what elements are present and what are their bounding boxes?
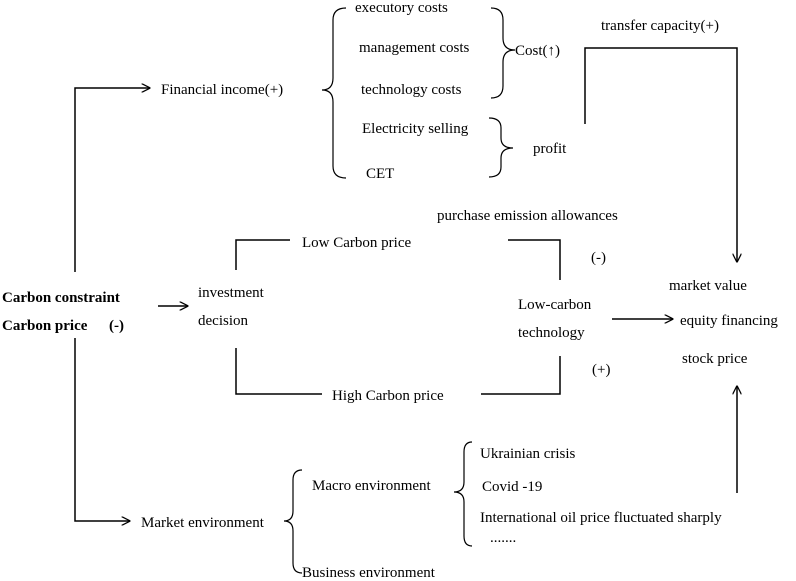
high-carbon-price-label: High Carbon price — [332, 388, 444, 404]
management-costs-label: management costs — [359, 40, 470, 56]
minus-sign-label: (-) — [591, 250, 606, 266]
purchase-allowances-label: purchase emission allowances — [437, 208, 618, 224]
stock-price-label: stock price — [682, 351, 748, 367]
financial-brace — [321, 7, 347, 179]
low-price-bracket — [235, 239, 290, 270]
arrow-to-market-environment — [74, 338, 130, 521]
plus-sign-label: (+) — [592, 362, 610, 378]
executory-costs-label: executory costs — [355, 0, 448, 16]
high-price-to-tech — [481, 356, 561, 395]
low-carbon-price-label: Low Carbon price — [302, 235, 411, 251]
profit-label: profit — [533, 141, 567, 157]
market-value-label: market value — [669, 278, 747, 294]
carbon-price-label: Carbon price — [2, 318, 88, 334]
cet-label: CET — [366, 166, 394, 182]
oil-price-label: International oil price fluctuated sharp… — [480, 510, 722, 526]
equity-financing-label: equity financing — [680, 313, 778, 329]
carbon-constraint-label: Carbon constraint — [2, 290, 120, 306]
cost-label: Cost(↑) — [515, 43, 560, 59]
investment-decision-line1: investment — [198, 285, 265, 301]
ukrainian-crisis-label: Ukrainian crisis — [480, 446, 576, 462]
electricity-selling-label: Electricity selling — [362, 121, 469, 137]
profit-brace — [488, 117, 514, 178]
market-brace — [283, 469, 303, 574]
low-carbon-tech-line1: Low-carbon — [518, 297, 592, 313]
macro-environment-label: Macro environment — [312, 478, 432, 494]
carbon-price-sign: (-) — [109, 318, 124, 334]
macro-brace — [453, 441, 473, 547]
market-environment-label: Market environment — [141, 515, 265, 531]
low-price-to-tech — [508, 239, 561, 280]
arrow-to-financial-income — [74, 88, 150, 272]
financial-income-label: Financial income(+) — [161, 82, 283, 98]
low-carbon-tech-line2: technology — [518, 325, 585, 341]
etc-label: ....... — [490, 530, 516, 546]
covid-label: Covid -19 — [482, 479, 542, 495]
investment-decision-line2: decision — [198, 313, 248, 329]
arrow-transfer-to-market-value — [584, 47, 737, 262]
business-environment-label: Business environment — [302, 565, 436, 581]
cost-brace — [490, 7, 516, 99]
technology-costs-label: technology costs — [361, 82, 462, 98]
transfer-capacity-label: transfer capacity(+) — [601, 18, 719, 34]
high-price-bracket — [235, 348, 322, 395]
